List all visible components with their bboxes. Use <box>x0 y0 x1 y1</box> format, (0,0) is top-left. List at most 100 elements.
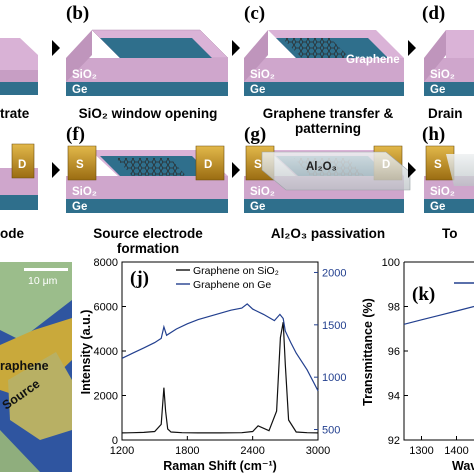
y-tick-label-right: 1000 <box>322 372 346 384</box>
panel-label-d: (d) <box>422 3 445 24</box>
x-axis-label: Wav <box>452 459 474 473</box>
y-tick-label-left: 4000 <box>94 346 118 358</box>
panel-label-c: (c) <box>244 3 265 24</box>
series-line-transmittance <box>403 305 474 325</box>
y-axis-label: Transmittance (%) <box>361 298 375 406</box>
series-line-ge <box>121 303 319 392</box>
x-tick-label: 1800 <box>175 445 199 457</box>
panel-b: (b) SiO₂ Ge SiO₂ window opening <box>66 3 229 121</box>
arrow-icon <box>232 162 240 178</box>
x-tick-label: 1200 <box>110 445 134 457</box>
y-tick-label: 92 <box>388 435 400 447</box>
panel-label-h: (h) <box>422 124 445 145</box>
legend: Graphene on SiO₂ Graphene on Ge <box>176 265 279 291</box>
series-line-sio2 <box>121 321 319 434</box>
x-axis-label: Raman Shift (cm⁻¹) <box>163 459 277 473</box>
drain-electrode <box>11 143 35 179</box>
ge-label: Ge <box>72 201 87 213</box>
caption-f-line1: Source electrode <box>93 226 203 241</box>
x-tick-label: 3000 <box>306 445 330 457</box>
drain-electrode <box>195 145 225 181</box>
series-group <box>121 303 319 434</box>
y-tick-label: 100 <box>382 257 400 269</box>
source-electrode <box>67 145 97 181</box>
caption-c-line1: Graphene transfer & <box>263 106 394 121</box>
ge-substrate <box>66 82 228 96</box>
sio2-label: SiO₂ <box>250 69 275 81</box>
series-group <box>403 305 474 325</box>
caption-b: SiO₂ window opening <box>79 106 218 121</box>
panel-label-k: (k) <box>412 284 435 305</box>
sio2-window <box>100 38 212 58</box>
y-tick-label-left: 2000 <box>94 391 118 403</box>
caption-e: ode <box>0 226 24 241</box>
legend-label-ge: Graphene on Ge <box>193 279 271 291</box>
sio2-label: SiO₂ <box>430 69 455 81</box>
ge-label: Ge <box>72 84 87 96</box>
graphene-tag: raphene <box>0 359 49 373</box>
y-tick-label-left: 8000 <box>94 257 118 269</box>
scale-bar-label: 10 μm <box>28 275 58 287</box>
y-tick-label-left: 0 <box>112 435 118 447</box>
sio2-label: SiO₂ <box>430 186 455 198</box>
caption-g: Al₂O₃ passivation <box>271 226 385 241</box>
arrow-icon <box>232 40 240 56</box>
y-tick-label-right: 1500 <box>322 320 346 332</box>
y-tick-label: 94 <box>388 391 400 403</box>
panel-a: trate <box>0 38 38 121</box>
panel-label-j: (j) <box>130 268 149 289</box>
x-tick-label: 2400 <box>240 445 264 457</box>
arrow-icon <box>52 162 60 178</box>
panel-f: (f) S D SiO₂ Ge Source electrode formati… <box>66 124 228 256</box>
ge-label: Ge <box>430 201 445 213</box>
y-tick-label: 98 <box>388 302 400 314</box>
tick-group: 1200 1800 2400 3000 0 2000 4000 6000 8000 500 1000… <box>94 257 347 457</box>
arrow-icon <box>408 40 416 56</box>
panel-i-micrograph: 10 μm raphene Source <box>0 262 72 472</box>
y-tick-label-right: 2000 <box>322 267 346 279</box>
sio2-label: SiO₂ <box>250 186 275 198</box>
panel-g: (g) Al₂O₃ S D SiO₂ Ge Al₂O₃ passivation <box>244 124 411 241</box>
drain-label: D <box>204 159 212 171</box>
ge-label: Ge <box>250 201 265 213</box>
y-axis-label: Intensity (a.u.) <box>79 310 93 395</box>
panel-label-g: (g) <box>244 124 266 145</box>
sio2-label: SiO₂ <box>72 186 97 198</box>
chart-raman: 1200 1800 2400 3000 0 2000 4000 6000 8000 500 1000… <box>79 257 346 473</box>
panel-h: (h) S SiO₂ Ge To <box>422 124 474 241</box>
sio2-layer <box>66 58 228 82</box>
caption-h: To <box>442 226 458 241</box>
panel-d: (d) SiO₂ Ge Drain <box>422 3 474 121</box>
caption-f-line2: formation <box>117 241 179 256</box>
source-label: S <box>434 159 442 171</box>
al2o3-layer <box>261 151 411 191</box>
panel-label-f: (f) <box>66 124 85 145</box>
drain-label: D <box>382 159 390 171</box>
legend-label-sio2: Graphene on SiO₂ <box>193 265 279 277</box>
y-tick-label-right: 500 <box>322 425 340 437</box>
x-tick-label: 1400 <box>444 445 468 457</box>
graphene-label: Graphene <box>346 54 400 66</box>
scale-bar <box>24 268 68 271</box>
graphene-channel <box>116 158 188 178</box>
chart-transmittance: 92 94 96 98 100 1300 1400 (k) Wav Transmittanc… <box>361 257 474 473</box>
caption-d: Drain <box>428 106 463 121</box>
y-tick-label: 96 <box>388 346 400 358</box>
x-tick-label: 1300 <box>409 445 433 457</box>
ge-substrate <box>0 82 38 95</box>
caption-a: trate <box>0 106 30 121</box>
ge-label: Ge <box>430 84 445 96</box>
y-tick-label-left: 6000 <box>94 302 118 314</box>
sio2-layer <box>0 38 38 70</box>
sio2-label: SiO₂ <box>72 69 97 81</box>
tick-group: 92 94 96 98 100 1300 1400 <box>382 257 469 457</box>
panel-label-b: (b) <box>66 3 89 24</box>
arrow-icon <box>408 162 416 178</box>
arrow-icon <box>52 40 60 56</box>
caption-c-line2: patterning <box>295 121 361 136</box>
ge-label: Ge <box>250 84 265 96</box>
source-label: S <box>254 159 262 171</box>
source-label: S <box>76 159 84 171</box>
drain-label: D <box>18 159 26 171</box>
